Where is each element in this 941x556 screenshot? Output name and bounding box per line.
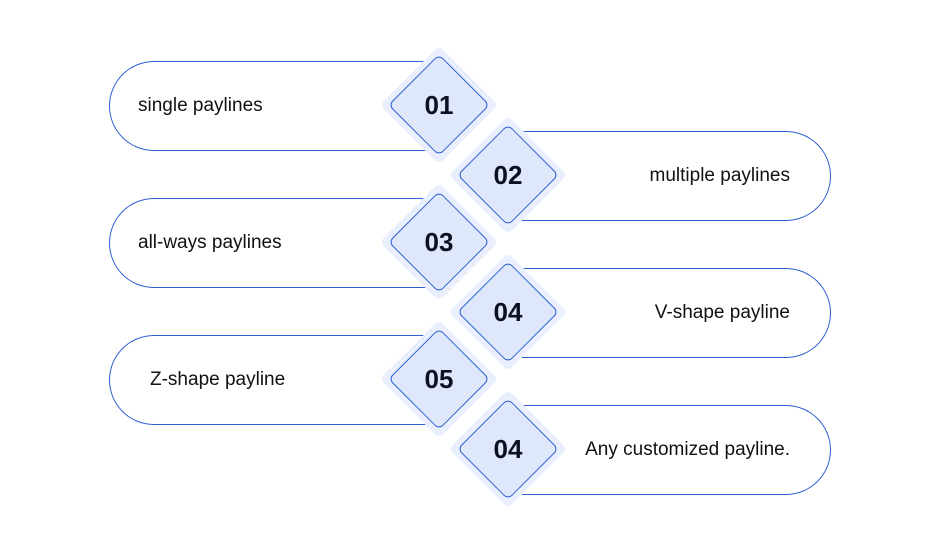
step-4-number: 04 <box>493 296 523 327</box>
step-6-label: Any customized payline. <box>585 439 790 460</box>
step-2-label: multiple paylines <box>649 165 790 186</box>
step-3-badge: 03 <box>379 182 499 302</box>
step-1-number: 01 <box>424 89 454 120</box>
step-6-number: 04 <box>493 433 523 464</box>
step-5-number: 05 <box>424 363 454 394</box>
step-6-badge: 04 <box>448 389 568 509</box>
step-4-badge: 04 <box>448 252 568 372</box>
step-1-badge: 01 <box>379 45 499 165</box>
step-3-label: all-ways paylines <box>138 232 282 253</box>
step-4-label: V-shape payline <box>654 302 790 323</box>
step-3-number: 03 <box>424 226 454 257</box>
step-1-label: single paylines <box>138 95 263 116</box>
step-5-label: Z-shape payline <box>150 369 286 390</box>
step-2-number: 02 <box>493 159 523 190</box>
step-5-badge: 05 <box>379 319 499 439</box>
step-2-badge: 02 <box>448 115 568 235</box>
